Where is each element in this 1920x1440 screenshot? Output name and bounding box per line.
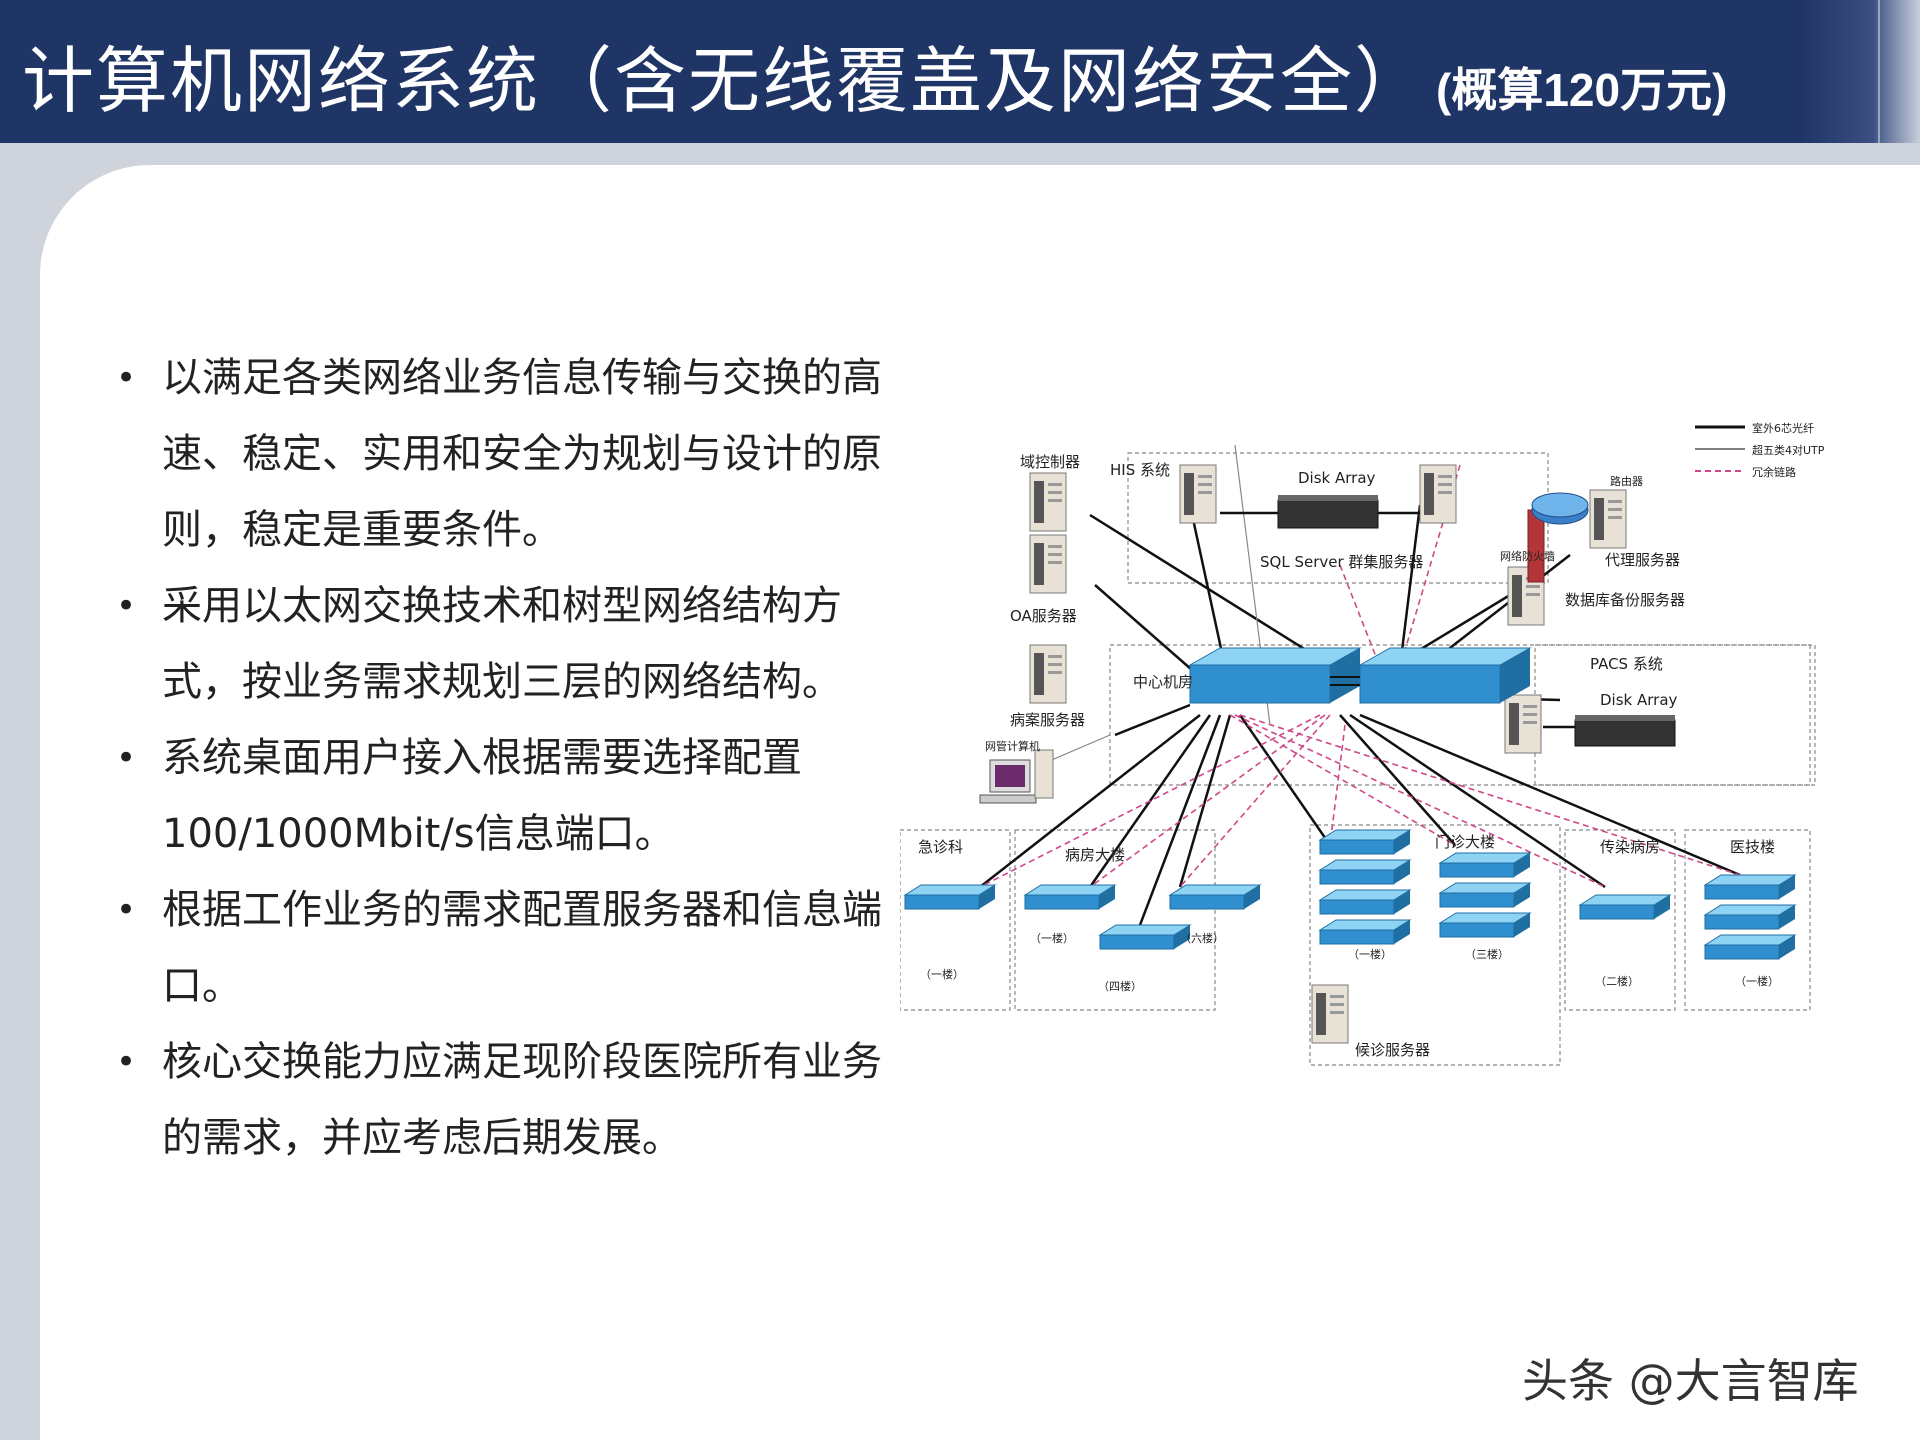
legend-utp: 超五类4对UTP <box>1752 443 1825 457</box>
label-his: HIS 系统 <box>1110 461 1170 479</box>
label-router: 路由器 <box>1610 474 1643 488</box>
disk-arrays <box>1220 495 1676 747</box>
label-floor: （二楼） <box>1595 974 1639 988</box>
label-floor: （三楼） <box>1465 947 1509 961</box>
bullet-item: 根据工作业务的需求配置服务器和信息端口。 <box>110 872 900 1024</box>
bullet-item: 以满足各类网络业务信息传输与交换的高速、稳定、实用和安全为规划与设计的原则，稳定… <box>110 340 900 568</box>
label-infectious: 传染病房 <box>1600 838 1660 856</box>
watermark: 头条 @大言智库 <box>1522 1354 1859 1408</box>
label-outpatient: 门诊大楼 <box>1435 833 1495 851</box>
links-redundant <box>979 464 1741 888</box>
label-disk-array-2: Disk Array <box>1600 691 1678 709</box>
label-db-backup: 数据库备份服务器 <box>1565 591 1685 609</box>
label-floor: （一楼） <box>1735 974 1779 988</box>
legend-fiber: 室外6芯光纤 <box>1752 421 1814 435</box>
title-budget: (概算120万元) <box>1436 64 1728 116</box>
label-floor: （一楼） <box>920 967 964 981</box>
header-decoration <box>1800 0 1920 143</box>
slide-title: 计算机网络系统（含无线覆盖及网络安全） (概算120万元) <box>22 22 1728 123</box>
diagram-labels: 域控制器 HIS 系统 Disk Array SQL Server 群集服务器 … <box>918 453 1779 1059</box>
label-floor: （一楼） <box>1030 931 1074 945</box>
label-records: 病案服务器 <box>1010 711 1085 729</box>
label-firewall: 网络防火墙 <box>1500 549 1555 563</box>
bullet-item: 采用以太网交换技术和树型网络结构方式，按业务需求规划三层的网络结构。 <box>110 568 900 720</box>
label-clinic-server: 候诊服务器 <box>1355 1041 1430 1059</box>
legend-redundant: 冗余链路 <box>1752 465 1796 479</box>
label-sql-cluster: SQL Server 群集服务器 <box>1260 553 1423 571</box>
slide-header: 计算机网络系统（含无线覆盖及网络安全） (概算120万元) <box>0 0 1920 143</box>
label-proxy: 代理服务器 <box>1605 551 1680 569</box>
label-mgmt-pc: 网管计算机 <box>985 739 1040 753</box>
label-floor: （一楼） <box>1348 947 1392 961</box>
network-diagram: 室外6芯光纤 超五类4对UTP 冗余链路 <box>900 421 1825 1066</box>
label-medtech: 医技楼 <box>1730 838 1775 856</box>
mgmt-pc <box>979 749 1054 804</box>
legend: 室外6芯光纤 超五类4对UTP 冗余链路 <box>1695 421 1825 479</box>
label-oa: OA服务器 <box>1010 607 1077 625</box>
firewall-router <box>1527 492 1589 583</box>
title-main: 计算机网络系统（含无线覆盖及网络安全） <box>22 39 1429 123</box>
label-emergency: 急诊科 <box>918 838 963 856</box>
label-floor: （四楼） <box>1098 979 1142 993</box>
bullet-list: 以满足各类网络业务信息传输与交换的高速、稳定、实用和安全为规划与设计的原则，稳定… <box>110 340 900 1176</box>
label-pacs: PACS 系统 <box>1590 655 1663 673</box>
label-domain-controller: 域控制器 <box>1020 453 1080 471</box>
header-decoration-line <box>1878 0 1880 143</box>
bullet-item: 系统桌面用户接入根据需要选择配置100/1000Mbit/s信息端口。 <box>110 720 900 872</box>
core-switches <box>1188 647 1532 704</box>
label-ward: 病房大楼 <box>1065 846 1125 864</box>
label-disk-array-1: Disk Array <box>1298 469 1376 487</box>
label-center: 中心机房 <box>1133 673 1193 691</box>
bullet-item: 核心交换能力应满足现阶段医院所有业务的需求，并应考虑后期发展。 <box>110 1024 900 1176</box>
label-floor: （六楼） <box>1180 931 1224 945</box>
